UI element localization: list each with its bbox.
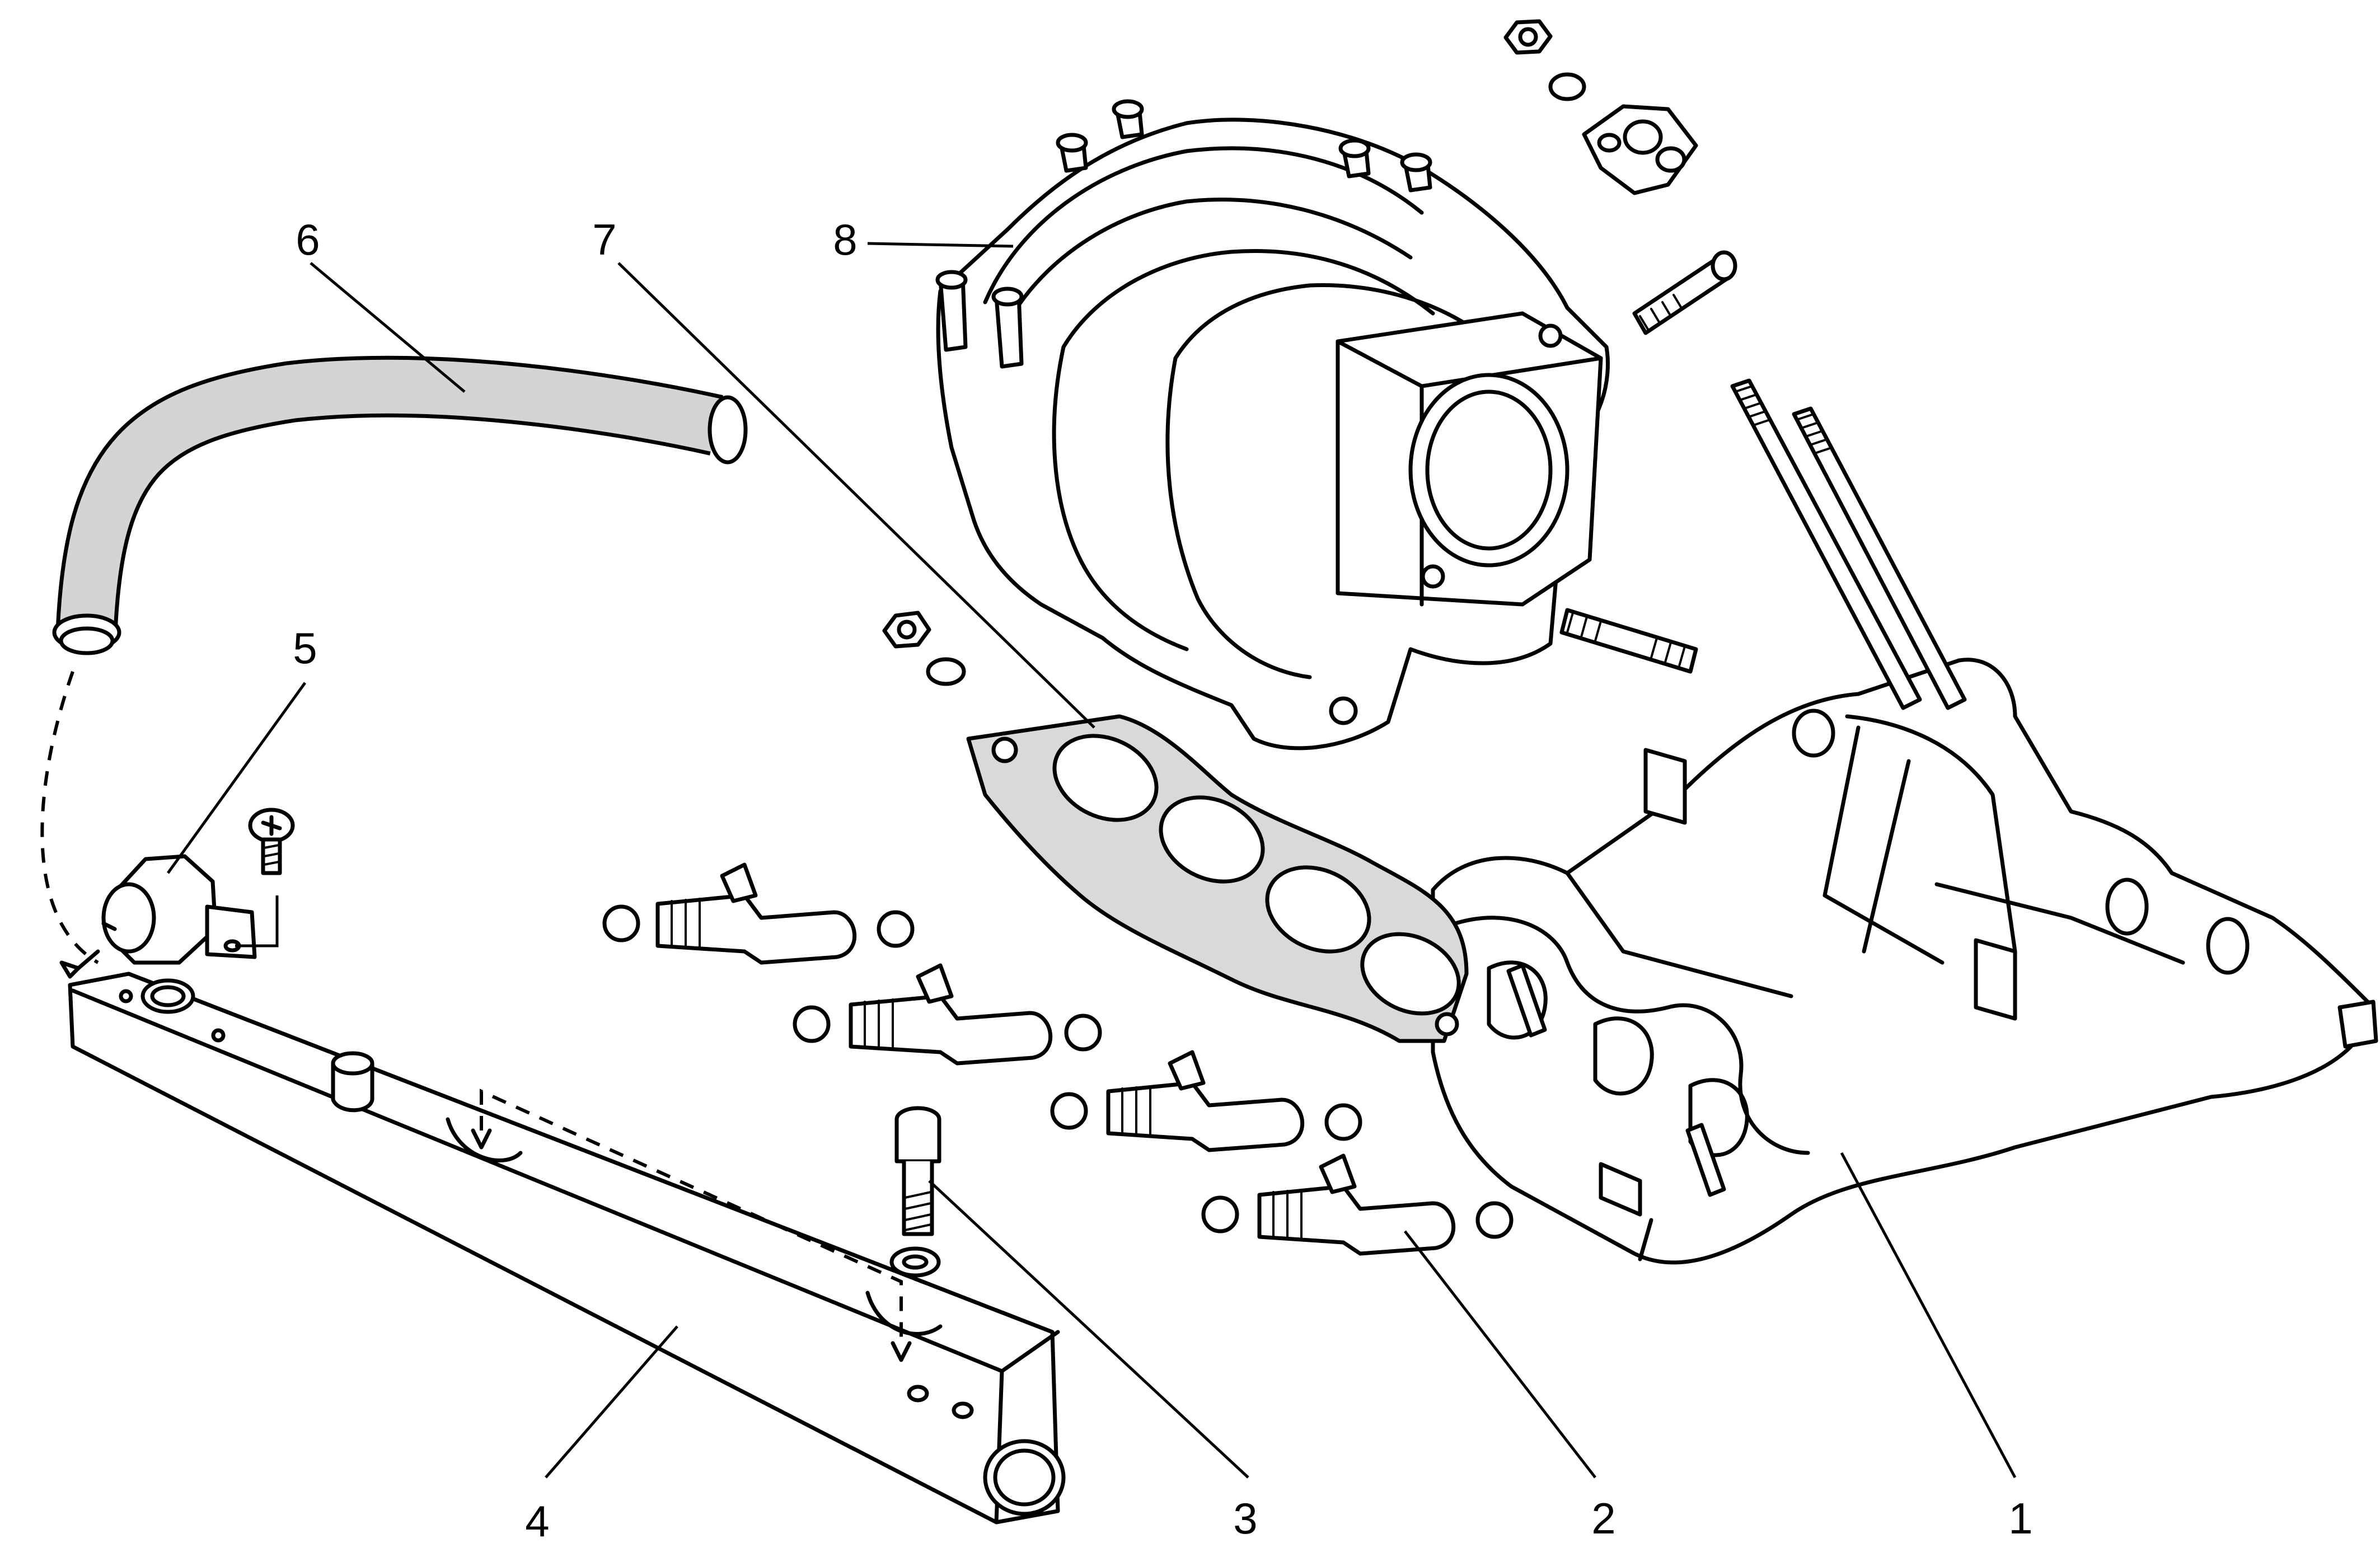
callout-2: 2 — [1591, 1494, 1615, 1543]
callout-6: 6 — [296, 215, 320, 264]
stud-right-upper — [1632, 250, 1737, 335]
manifold-studs — [1506, 378, 1967, 1197]
intake-manifold — [1431, 378, 2378, 1265]
bracket-plate — [1582, 104, 1698, 195]
plenum-housing — [935, 99, 1610, 750]
fuel-injectors — [602, 862, 1514, 1256]
leader-3 — [928, 1180, 1249, 1479]
callout-5: 5 — [293, 623, 317, 673]
washer-mid — [926, 657, 966, 686]
rail-bolt — [889, 1106, 941, 1278]
leader-1 — [1840, 1152, 2017, 1479]
nut-top — [1503, 19, 1553, 55]
regulator-screw — [235, 808, 295, 947]
leader-7 — [617, 262, 1095, 729]
callout-labels: 1 2 3 4 5 6 7 8 — [293, 215, 2032, 1546]
leader-6 — [310, 262, 466, 393]
callout-3: 3 — [1233, 1494, 1257, 1543]
callout-7: 7 — [592, 215, 616, 264]
leader-5 — [166, 682, 307, 874]
manifold-gasket — [966, 714, 1469, 1043]
leader-8 — [867, 242, 1014, 248]
injector-2 — [793, 963, 1102, 1066]
leader-4 — [545, 1325, 678, 1479]
injector-1 — [602, 862, 915, 965]
hardware — [882, 19, 1737, 686]
leader-2 — [1404, 1230, 1596, 1479]
callout-8: 8 — [833, 215, 857, 264]
vacuum-hose — [40, 355, 748, 964]
injector-4 — [1201, 1153, 1514, 1256]
callout-1: 1 — [2008, 1494, 2032, 1543]
leader-lines — [166, 242, 2017, 1479]
pressure-regulator — [59, 854, 257, 979]
stud-right-lower — [1559, 608, 1698, 674]
nut-mid — [882, 611, 931, 649]
injector-3 — [1050, 1050, 1362, 1152]
callout-4: 4 — [525, 1497, 549, 1546]
washer-top — [1548, 72, 1586, 101]
